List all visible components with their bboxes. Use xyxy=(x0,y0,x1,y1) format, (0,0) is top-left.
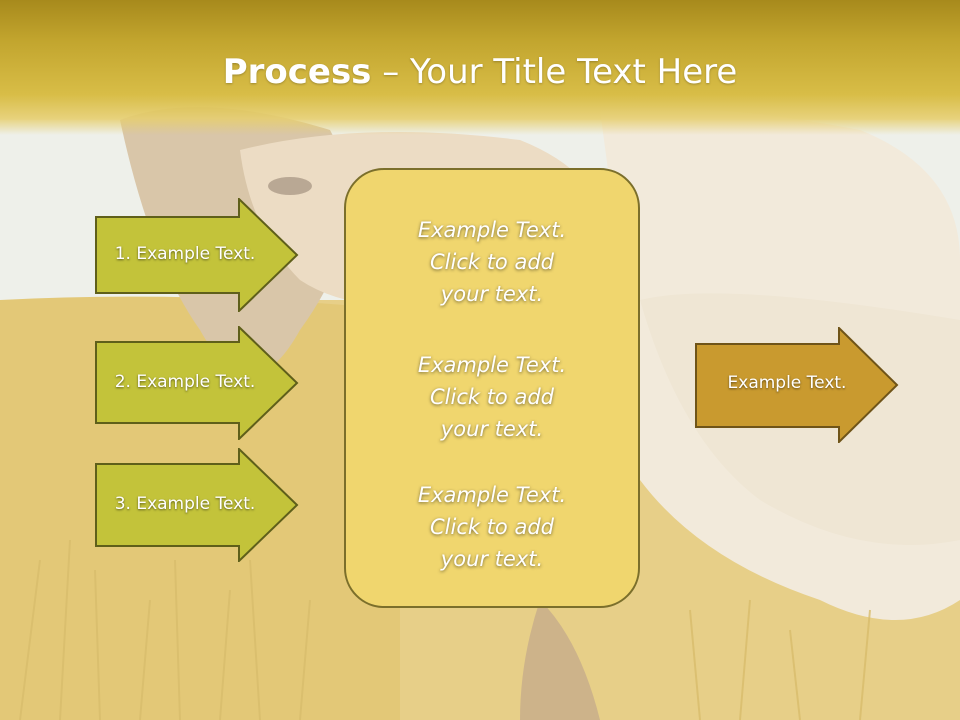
center-line: Example Text. xyxy=(417,483,567,507)
result-label: Example Text. xyxy=(727,373,847,393)
step-label-3: 3. Example Text. xyxy=(114,494,256,514)
step-label-1: 1. Example Text. xyxy=(114,244,256,264)
center-paragraph-2: Example Text. Click to add your text. xyxy=(346,349,638,445)
arrow-shape-icon xyxy=(95,198,299,312)
center-line: Example Text. xyxy=(417,353,567,377)
center-text-box[interactable]: Example Text. Click to add your text. Ex… xyxy=(344,168,640,608)
title-bold: Process xyxy=(222,52,372,92)
arrow-shape-icon xyxy=(695,327,899,443)
result-arrow[interactable]: Example Text. xyxy=(695,327,899,443)
center-line: Click to add xyxy=(429,515,554,539)
step-label-2: 2. Example Text. xyxy=(114,372,256,392)
center-line: your text. xyxy=(440,417,544,441)
title-rest: – Your Title Text Here xyxy=(371,52,738,92)
center-line: Click to add xyxy=(429,385,554,409)
center-paragraph-1: Example Text. Click to add your text. xyxy=(346,214,638,310)
title-bar xyxy=(0,0,960,135)
step-arrow-3[interactable]: 3. Example Text. xyxy=(95,448,299,562)
slide-title: Process – Your Title Text Here xyxy=(0,52,960,92)
center-line: your text. xyxy=(440,547,544,571)
center-line: Click to add xyxy=(429,250,554,274)
arrow-shape-icon xyxy=(95,448,299,562)
center-paragraph-3: Example Text. Click to add your text. xyxy=(346,479,638,575)
center-line: Example Text. xyxy=(417,218,567,242)
center-line: your text. xyxy=(440,282,544,306)
arrow-shape-icon xyxy=(95,326,299,440)
step-arrow-1[interactable]: 1. Example Text. xyxy=(95,198,299,312)
step-arrow-2[interactable]: 2. Example Text. xyxy=(95,326,299,440)
